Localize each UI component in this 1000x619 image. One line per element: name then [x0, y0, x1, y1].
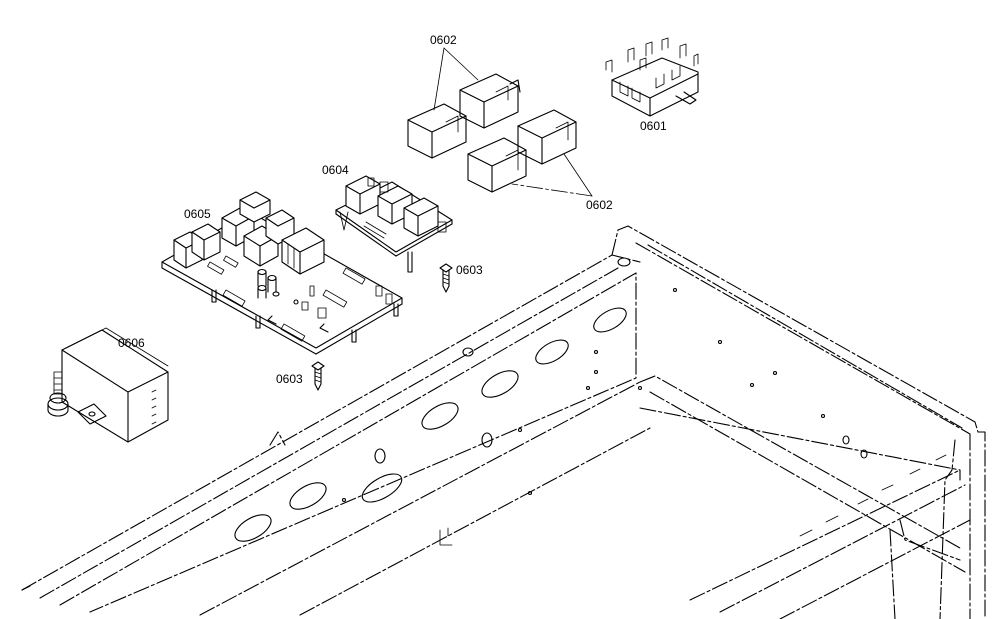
- callout-0605: 0605: [184, 207, 211, 221]
- relay-box-0602-d: [467, 137, 527, 193]
- callout-0602-top: 0602: [430, 33, 457, 47]
- callout-0602-bottom: 0602: [586, 198, 613, 212]
- chassis-frame: [21, 225, 986, 619]
- main-board-0605: [161, 191, 403, 355]
- callout-0601: 0601: [640, 119, 667, 133]
- relay-box-0602-c: [517, 109, 577, 165]
- callout-0603-right: 0603: [456, 263, 483, 277]
- callout-0606: 0606: [118, 336, 145, 350]
- leaders-0602: [433, 47, 593, 197]
- relay-box-0602-a: [459, 73, 521, 129]
- rail-slots: [234, 257, 947, 546]
- screw-0603-left: [311, 361, 325, 391]
- screw-0603-right: [439, 263, 453, 293]
- terminal-block-0601: [605, 37, 699, 117]
- control-board-0604: [335, 175, 453, 273]
- callout-0604: 0604: [322, 163, 349, 177]
- callout-0603-left: 0603: [276, 372, 303, 386]
- filter-module-0606: [47, 327, 169, 443]
- relay-box-0602-b: [407, 103, 467, 159]
